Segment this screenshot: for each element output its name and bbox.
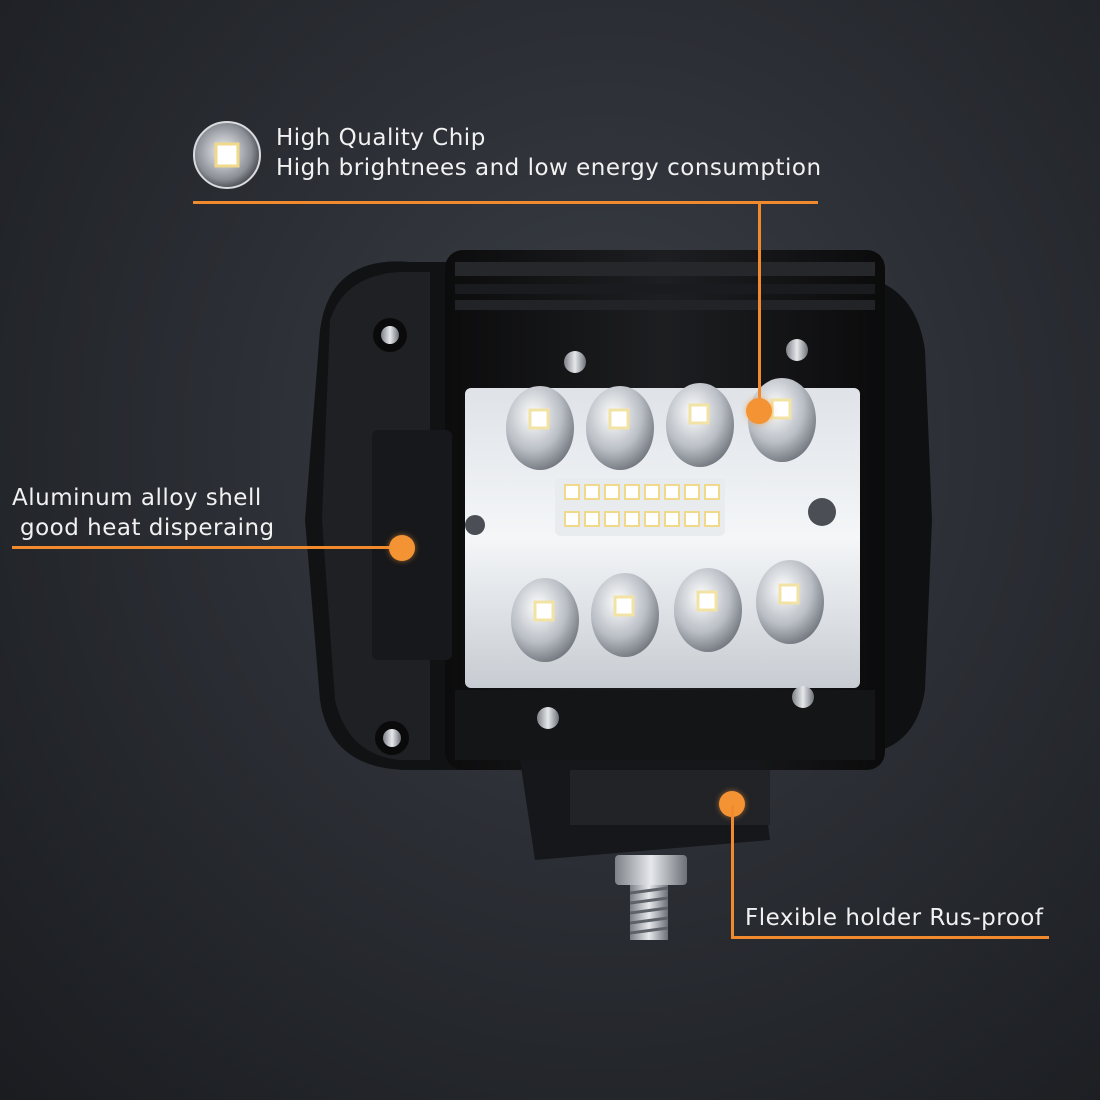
- holder-callout-vline: [731, 805, 734, 938]
- chip-callout-subtitle: High brightnees and low energy consumpti…: [276, 155, 822, 181]
- chip-callout-title: High Quality Chip: [276, 125, 486, 151]
- middle-led-strip: [465, 478, 836, 536]
- chip-callout-vline: [758, 201, 761, 406]
- led-chip-icon: [193, 121, 261, 189]
- top-row-leds: [506, 378, 816, 470]
- shell-callout-hline: [12, 546, 402, 549]
- chip-callout-dot: [746, 398, 772, 424]
- bottom-row-leds: [511, 560, 824, 662]
- shell-callout-line2: good heat disperaing: [20, 515, 275, 541]
- shell-callout-dot: [389, 535, 415, 561]
- holder-callout-hline: [731, 936, 1049, 939]
- holder-callout-text: Flexible holder Rus-proof: [745, 905, 1044, 931]
- chip-callout-hline: [193, 201, 818, 204]
- shell-callout-line1: Aluminum alloy shell: [12, 485, 262, 511]
